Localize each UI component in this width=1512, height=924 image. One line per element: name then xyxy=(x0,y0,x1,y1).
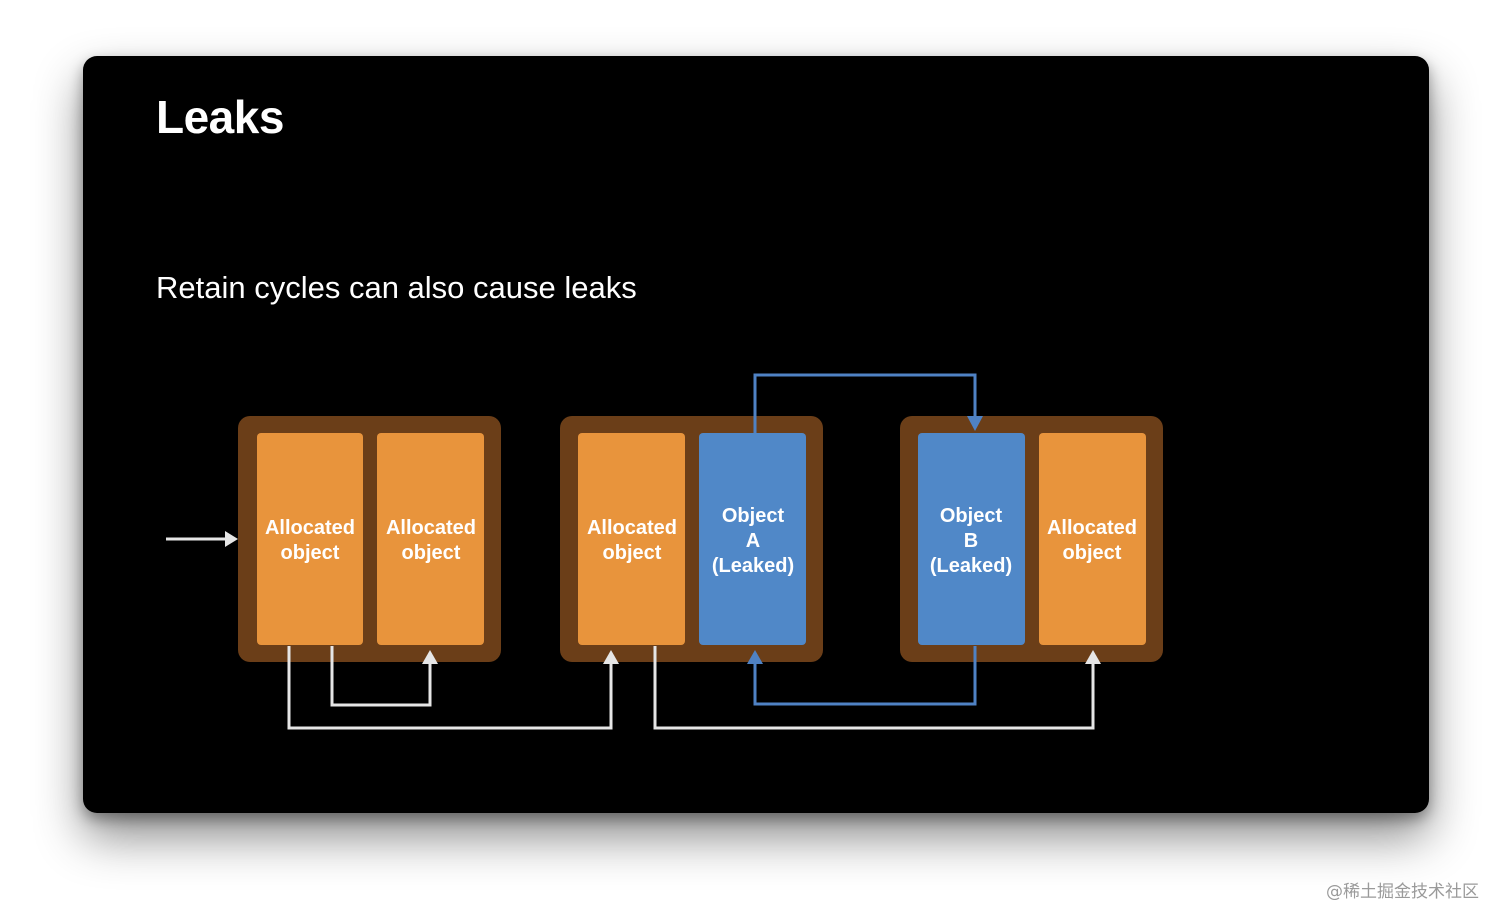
reference-arrow xyxy=(287,646,613,730)
reference-arrowhead xyxy=(603,650,619,664)
leak-cycle-arrowhead xyxy=(967,416,983,431)
reference-arrow xyxy=(330,646,432,707)
object-label-line: object xyxy=(1063,542,1122,564)
reference-arrowhead xyxy=(422,650,438,664)
object-label-line: (Leaked) xyxy=(930,555,1012,577)
retain-cycle-diagram: Allocated object Allocated object Allocate… xyxy=(166,373,1163,730)
allocated-object-block xyxy=(377,433,484,645)
object-label-line: Allocated xyxy=(386,517,476,539)
reference-arrowhead xyxy=(1085,650,1101,664)
object-label: Allocated object xyxy=(587,517,677,564)
object-label-line: Object xyxy=(722,505,785,527)
object-label-line: (Leaked) xyxy=(712,555,794,577)
leaked-object-b-block xyxy=(918,433,1025,645)
leak-cycle-arrowhead xyxy=(747,650,763,664)
slide-subtitle: Retain cycles can also cause leaks xyxy=(156,270,637,305)
object-label-line: Allocated xyxy=(587,517,677,539)
leaked-object-a-block xyxy=(699,433,806,645)
allocated-object-block xyxy=(1039,433,1146,645)
slide-title: Leaks xyxy=(156,91,284,143)
object-label: Allocated object xyxy=(1047,517,1137,564)
object-label-line: Object xyxy=(940,505,1003,527)
object-label-line: Allocated xyxy=(265,517,355,539)
slide: Leaks Retain cycles can also cause leaks… xyxy=(83,56,1429,813)
root-arrowhead xyxy=(225,531,238,547)
leak-cycle-arrow-b-to-a xyxy=(753,646,977,706)
watermark: @稀土掘金技术社区 xyxy=(1326,882,1479,902)
allocated-object-block xyxy=(257,433,363,645)
leak-cycle-arrow-a-to-b xyxy=(753,373,977,433)
object-label: Allocated object xyxy=(265,517,355,564)
object-label-line: B xyxy=(964,530,978,552)
reference-arrow xyxy=(653,646,1095,730)
object-label-line: object xyxy=(281,542,340,564)
object-label-line: object xyxy=(603,542,662,564)
allocated-object-block xyxy=(578,433,685,645)
object-label-line: Allocated xyxy=(1047,517,1137,539)
object-label-line: A xyxy=(746,530,760,552)
object-label-line: object xyxy=(402,542,461,564)
object-label: Allocated object xyxy=(386,517,476,564)
